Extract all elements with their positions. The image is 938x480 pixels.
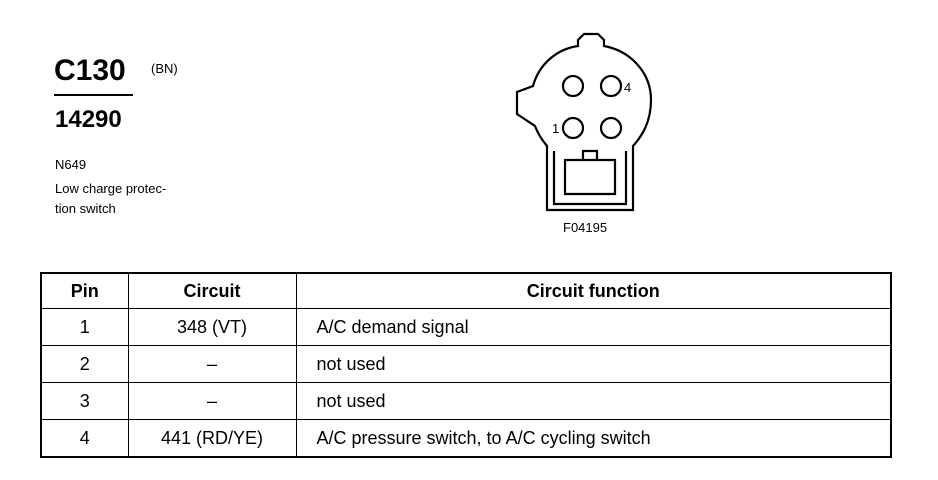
component-description-line: tion switch xyxy=(55,201,116,216)
circuit-cell: 441 (RD/YE) xyxy=(127,419,297,458)
connector-outline xyxy=(515,32,653,212)
component-description-line: Low charge protec- xyxy=(55,181,167,196)
component-code: N649 xyxy=(55,157,87,172)
connector-face-diagram: 4 1 xyxy=(515,32,653,212)
function-cell: not used xyxy=(295,345,892,383)
connector-id: C130 xyxy=(54,54,126,87)
header-divider xyxy=(54,94,133,96)
part-number: 14290 xyxy=(55,106,122,133)
pin-cell: 3 xyxy=(40,382,129,420)
pin-cell: 1 xyxy=(40,308,129,346)
pin-cavity xyxy=(561,74,585,98)
column-header-circuit: Circuit xyxy=(127,272,297,309)
function-cell: A/C demand signal xyxy=(295,308,892,346)
pin-cavity xyxy=(599,74,623,98)
connector-lock-slot xyxy=(563,158,617,196)
connector-lock-tab xyxy=(581,149,599,160)
component-description: Low charge protec- tion switch xyxy=(55,179,215,219)
connector-color: (BN) xyxy=(151,61,178,76)
column-header-pin: Pin xyxy=(40,272,129,309)
connector-inner-skirt xyxy=(552,151,628,206)
pin-cavity xyxy=(561,116,585,140)
table-row: 1 348 (VT) A/C demand signal xyxy=(40,308,892,346)
pin-cell: 4 xyxy=(40,419,129,458)
table-row: 3 – not used xyxy=(40,382,892,420)
pin-table: Pin Circuit Circuit function 1 348 (VT) … xyxy=(40,272,892,458)
function-cell: A/C pressure switch, to A/C cycling swit… xyxy=(295,419,892,458)
pin-cavity xyxy=(599,116,623,140)
pin-label-right: 4 xyxy=(624,80,631,95)
pin-cell: 2 xyxy=(40,345,129,383)
column-header-function: Circuit function xyxy=(295,272,892,309)
table-header-row: Pin Circuit Circuit function xyxy=(40,272,892,309)
function-cell: not used xyxy=(295,382,892,420)
circuit-cell: – xyxy=(127,382,297,420)
circuit-cell: – xyxy=(127,345,297,383)
table-row: 4 441 (RD/YE) A/C pressure switch, to A/… xyxy=(40,419,892,458)
figure-id: F04195 xyxy=(563,220,608,235)
circuit-cell: 348 (VT) xyxy=(127,308,297,346)
table-row: 2 – not used xyxy=(40,345,892,383)
pin-label-left: 1 xyxy=(552,121,559,136)
